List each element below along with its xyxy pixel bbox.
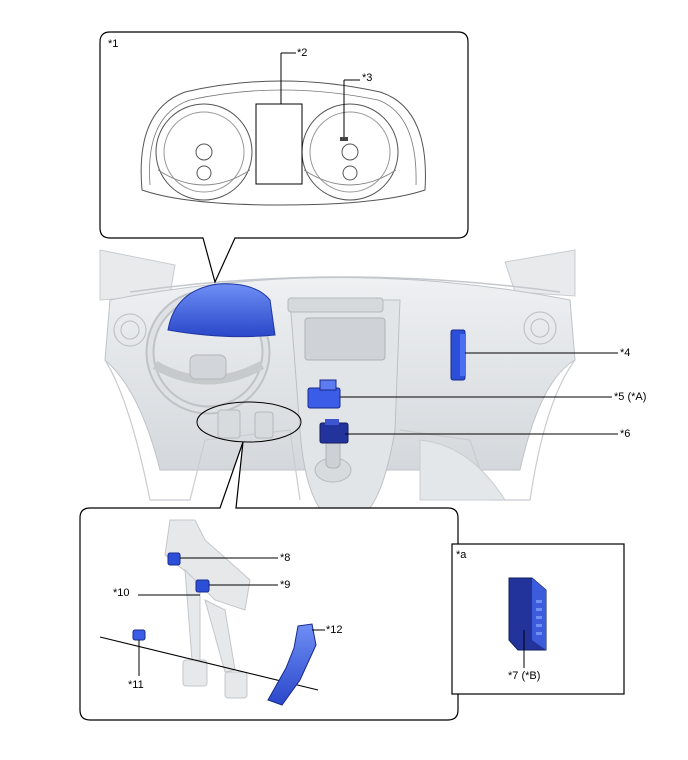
label-console-ecu: *6 (620, 428, 631, 440)
center-ecu-component (307, 379, 341, 409)
label-inset-part: *7 (*B) (508, 670, 541, 682)
label-glovebox-ecu: *4 (620, 347, 631, 359)
label-pedal-mid: *9 (280, 579, 291, 591)
label-inset: *a (456, 549, 467, 561)
cluster-component (167, 283, 276, 338)
indicator-mark (340, 137, 348, 141)
car-interior (99, 249, 576, 521)
pedal-floor-component (132, 629, 146, 641)
pedal-upper-component (167, 552, 181, 566)
glovebox-ecu-component (450, 329, 466, 381)
label-pedal-floor: *11 (128, 679, 144, 691)
console-ecu-component (319, 419, 349, 444)
label-center-ecu: *5 (*A) (614, 391, 647, 403)
inset-callout (451, 543, 625, 695)
label-indicator: *3 (362, 72, 373, 84)
label-display: *2 (297, 47, 308, 59)
label-cluster: *1 (108, 38, 119, 50)
pedal-area-ellipse (196, 401, 302, 443)
cluster-callout (99, 31, 469, 284)
inset-ecu-component (508, 577, 547, 651)
display-rect (255, 103, 303, 185)
pedal-callout (79, 441, 459, 721)
accel-sensor-component (267, 623, 317, 706)
pedal-mid-component (195, 579, 210, 593)
label-pedal-upper: *8 (280, 552, 291, 564)
label-pedal-left: *10 (113, 587, 130, 599)
label-accel-sensor: *12 (326, 624, 343, 636)
